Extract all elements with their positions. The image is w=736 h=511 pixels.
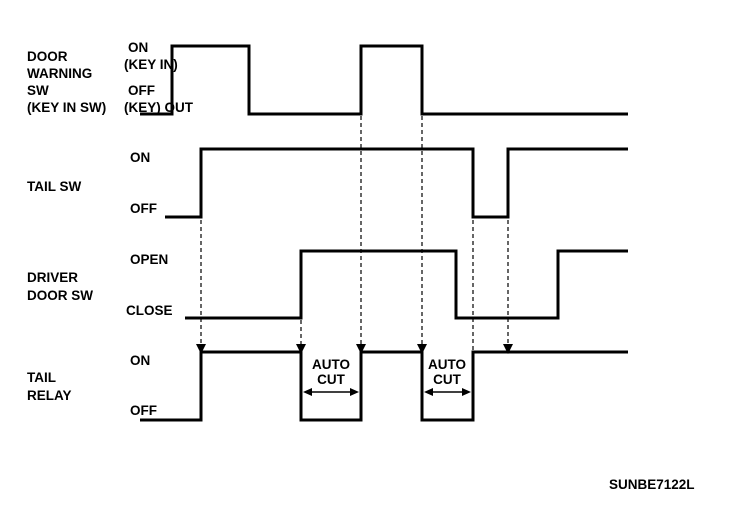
tail-sw-low-label: OFF [130, 201, 157, 216]
driver-door-sw-name-line-1: DRIVER [27, 270, 78, 285]
transition-guides [196, 116, 513, 400]
door-warning-sw-name-line-2: WARNING [27, 66, 92, 81]
door-warning-sw-name-line-3: SW [27, 83, 49, 98]
tail-relay-name-line-1: TAIL [27, 370, 56, 385]
tail-sw-waveform [165, 147, 628, 219]
auto-cut-2-right-arrow [462, 388, 471, 396]
guide-arrow-4 [417, 344, 427, 354]
tail-sw-high-label: ON [130, 150, 150, 165]
auto-cut-2-label-line-2: CUT [433, 372, 461, 387]
auto-cut-1-label-line-2: CUT [317, 372, 345, 387]
auto-cut-2-left-arrow [424, 388, 433, 396]
door-warning-sw-high-label: ON [128, 40, 148, 55]
door-warning-sw-name-line-1: DOOR [27, 49, 68, 64]
door-warning-sw-low-sublabel: (KEY) OUT [124, 100, 194, 115]
door-warning-sw-waveform [140, 44, 628, 116]
auto-cut-1-label-line-1: AUTO [312, 357, 350, 372]
tail-relay-high-label: ON [130, 353, 150, 368]
driver-door-sw-labels: DRIVER DOOR SW OPEN CLOSE [27, 252, 173, 318]
door-warning-sw-high-sublabel: (KEY IN) [124, 57, 178, 72]
tail-relay-name-line-2: RELAY [27, 388, 72, 403]
auto-cut-1-left-arrow [303, 388, 312, 396]
driver-door-sw-high-label: OPEN [130, 252, 168, 267]
figure-code: SUNBE7122L [609, 477, 695, 492]
door-warning-sw-labels: DOOR WARNING SW (KEY IN SW) ON (KEY IN) … [27, 40, 194, 115]
guide-arrow-6 [503, 344, 513, 354]
door-warning-sw-low-label: OFF [128, 83, 155, 98]
auto-cut-2: AUTO CUT [424, 357, 471, 396]
tail-sw-name: TAIL SW [27, 179, 82, 194]
driver-door-sw-waveform [185, 249, 628, 320]
driver-door-sw-name-line-2: DOOR SW [27, 288, 93, 303]
driver-door-sw-low-label: CLOSE [126, 303, 173, 318]
guide-arrow-2 [296, 344, 306, 354]
tail-sw-labels: TAIL SW ON OFF [27, 150, 157, 216]
auto-cut-2-label-line-1: AUTO [428, 357, 466, 372]
door-warning-sw-name-line-4: (KEY IN SW) [27, 100, 106, 115]
guide-arrow-1 [196, 344, 206, 354]
auto-cut-1: AUTO CUT [303, 357, 359, 396]
auto-cut-1-right-arrow [350, 388, 359, 396]
tail-relay-waveform [140, 350, 628, 422]
tail-relay-labels: TAIL RELAY ON OFF [27, 353, 157, 418]
tail-relay-low-label: OFF [130, 403, 157, 418]
guide-arrow-3 [356, 344, 366, 354]
